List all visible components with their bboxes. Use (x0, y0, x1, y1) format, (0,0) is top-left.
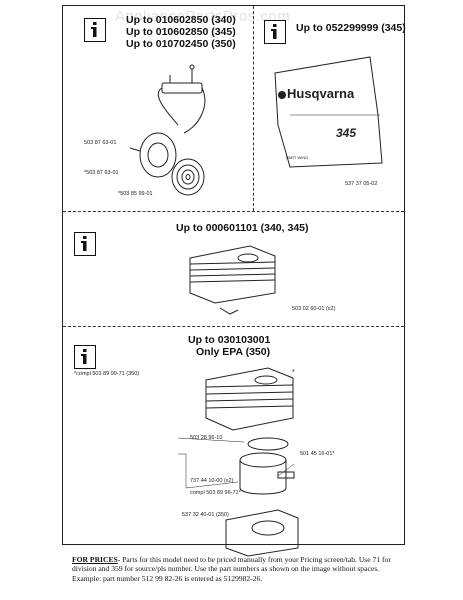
callout-carb-3: *503 85 99-01 (118, 191, 153, 197)
pricing-note: FOR PRICES- Parts for this model need to… (72, 555, 402, 583)
info-icon (84, 18, 106, 42)
info-icon (264, 20, 286, 44)
decal-brand: Husqvarna (287, 86, 355, 101)
cylinder-b-drawing (178, 367, 299, 557)
callout-base: 537 32 40-01 (350) (182, 512, 229, 518)
callout-decal: 537 37 05-02 (345, 181, 378, 187)
heading-cylinder-b-1: Up to 030103001 (188, 334, 271, 346)
callout-piston: 737 44 10-00 (x2) (190, 478, 234, 484)
pricing-note-lead: FOR PRICES (72, 555, 118, 564)
callout-carb-1: 503 87 63-01 (84, 140, 117, 146)
cylinder-a-drawing (189, 245, 276, 315)
carburetor-drawing (129, 64, 206, 196)
pricing-note-text: - Parts for this model need to be priced… (72, 555, 391, 583)
callout-ring: 503 28 96-10 (190, 435, 223, 441)
heading-carb-2: Up to 010602850 (345) (126, 26, 236, 38)
heading-carb-3: Up to 010702450 (350) (126, 38, 236, 50)
decal-outline (274, 56, 383, 168)
decal-model: 345 (336, 126, 357, 140)
info-icon (74, 232, 96, 256)
divider-2 (63, 326, 404, 327)
info-icon (74, 345, 96, 369)
compl-note: *compl 503 89 99-71 (350) (74, 371, 140, 377)
heading-cylinder-b-2: Only EPA (350) (196, 346, 271, 358)
heading-carb-1: Up to 010602850 (340) (126, 14, 236, 26)
callout-carb-2: *503 87 63-01 (84, 170, 119, 176)
heading-cylinder-a: Up to 000601101 (340, 345) (176, 222, 309, 234)
callout-pin: 501 45 16-01* (300, 451, 335, 457)
watermark: AppliancePartsPros.com (115, 8, 291, 25)
star-mark: * (292, 369, 295, 376)
decal-part-label: PART WING (286, 155, 309, 160)
divider-vertical (253, 6, 254, 211)
heading-decal: Up to 052299999 (345) (296, 22, 406, 34)
callout-cylinder-a: 503 02 60-01 (x2) (292, 306, 336, 312)
callout-compl: compl 503 89 96-71* (190, 490, 241, 496)
divider-1 (63, 211, 404, 212)
